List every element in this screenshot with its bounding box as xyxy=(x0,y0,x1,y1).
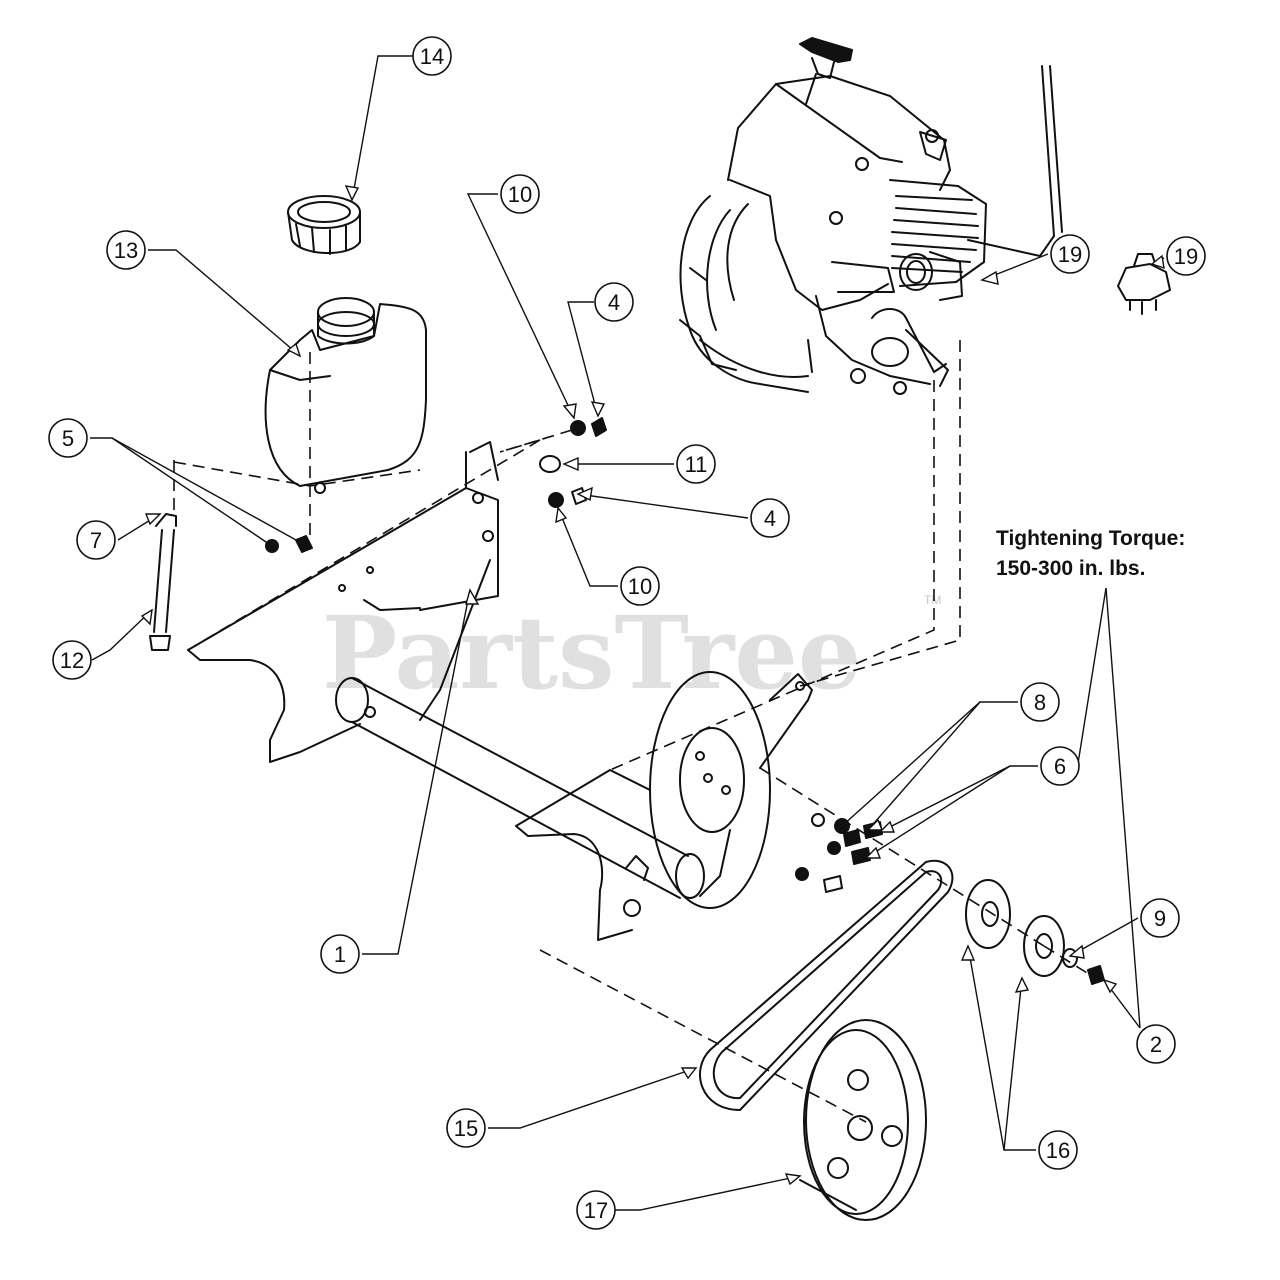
fuel-cap-drawing xyxy=(287,195,361,255)
callout-1[interactable]: 1 xyxy=(320,934,360,974)
callout-7[interactable]: 7 xyxy=(76,520,116,560)
callout-1-label: 1 xyxy=(334,942,346,967)
callout-10-bottom-label: 10 xyxy=(628,574,652,599)
callout-12-label: 12 xyxy=(60,648,84,673)
arrowheads xyxy=(140,185,1165,1186)
fuel-line-drawing xyxy=(149,513,177,651)
callout-15-label: 15 xyxy=(454,1116,478,1141)
callout-4-top[interactable]: 4 xyxy=(594,282,634,322)
pulley-halves-drawing xyxy=(965,879,1078,977)
callout-19-primer-label: 19 xyxy=(1174,244,1198,269)
callout-5-label: 5 xyxy=(62,426,74,451)
callout-8[interactable]: 8 xyxy=(1020,682,1060,722)
callout-8-label: 8 xyxy=(1034,690,1046,715)
primer-bulb-drawing xyxy=(1117,253,1171,315)
leader-lines xyxy=(90,55,1165,1211)
callout-17-label: 17 xyxy=(584,1198,608,1223)
large-pulley-drawing xyxy=(799,1019,927,1221)
callout-16-label: 16 xyxy=(1046,1138,1070,1163)
callout-10-top[interactable]: 10 xyxy=(500,174,540,214)
callout-6-label: 6 xyxy=(1054,754,1066,779)
callout-13-label: 13 xyxy=(114,238,138,263)
callout-11-label: 11 xyxy=(685,452,708,477)
callout-10-bottom[interactable]: 10 xyxy=(620,566,660,606)
callout-4-mid-label: 4 xyxy=(764,506,776,531)
callout-10-top-label: 10 xyxy=(508,182,532,207)
callout-2-label: 2 xyxy=(1150,1032,1162,1057)
right-bracket-drawing xyxy=(515,671,813,941)
torque-note: Tightening Torque: 150-300 in. lbs. xyxy=(996,524,1256,584)
callout-19-engine-label: 19 xyxy=(1058,242,1082,267)
callout-4-top-label: 4 xyxy=(608,290,620,315)
callout-19-primer[interactable]: 19 xyxy=(1166,236,1206,276)
callout-4-mid[interactable]: 4 xyxy=(750,498,790,538)
watermark: PartsTree xyxy=(322,594,862,712)
callout-13[interactable]: 13 xyxy=(106,230,146,270)
callout-9[interactable]: 9 xyxy=(1140,898,1180,938)
callout-19-engine[interactable]: 19 xyxy=(1050,234,1090,274)
guide-lines xyxy=(173,340,1093,1123)
callout-14[interactable]: 14 xyxy=(412,36,452,76)
callout-6[interactable]: 6 xyxy=(1040,746,1080,786)
callout-5[interactable]: 5 xyxy=(48,418,88,458)
engine-drawing xyxy=(679,37,1063,395)
torque-note-line2: 150-300 in. lbs. xyxy=(996,557,1146,580)
callout-12[interactable]: 12 xyxy=(52,640,92,680)
torque-note-line1: Tightening Torque: xyxy=(996,527,1186,550)
watermark-trademark: TM xyxy=(924,593,941,607)
callout-15[interactable]: 15 xyxy=(446,1108,486,1148)
fuel-tank-drawing xyxy=(264,297,427,494)
callout-2[interactable]: 2 xyxy=(1136,1024,1176,1064)
callout-16[interactable]: 16 xyxy=(1038,1130,1078,1170)
callout-11[interactable]: 11 xyxy=(676,444,716,484)
callout-17[interactable]: 17 xyxy=(576,1190,616,1230)
callout-9-label: 9 xyxy=(1154,906,1166,931)
callout-7-label: 7 xyxy=(90,528,102,553)
belt-drawing xyxy=(699,859,954,1111)
callout-14-label: 14 xyxy=(420,44,444,69)
